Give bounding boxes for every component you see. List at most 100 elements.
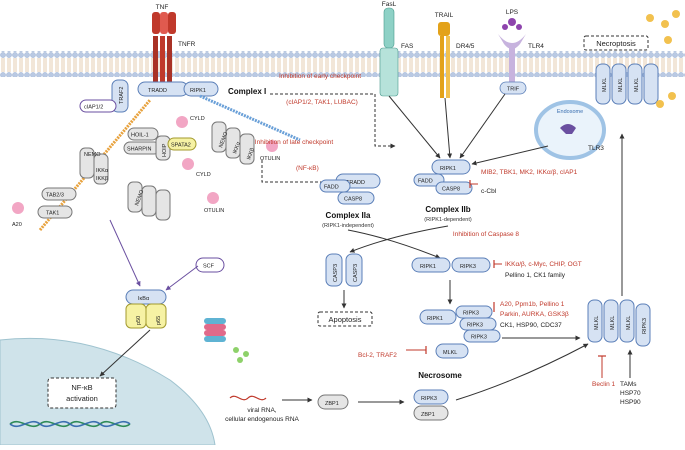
- mlkl-ripk3-label: RIPK3: [642, 318, 648, 334]
- necrosome-promoters: CK1, HSP90, CDC37: [500, 322, 562, 329]
- complex2a-fadd: [319, 179, 351, 193]
- otulin-top-shape: [266, 140, 278, 152]
- arrow-zbp1-to-mlkl: [455, 343, 589, 401]
- endosome-label: Endosome: [557, 109, 583, 115]
- ikba-label: IκBα: [138, 296, 150, 302]
- tab23-node: [41, 187, 77, 201]
- zbp1-ripk3-label: RIPK3: [421, 396, 437, 402]
- zbp1-ripk3: [413, 389, 449, 405]
- otulin-top-label: OTULIN: [260, 156, 280, 162]
- tlr3-shape: [560, 124, 576, 134]
- scf-node: [195, 257, 225, 273]
- mlkl-pore-3-label: MLKL: [634, 78, 640, 92]
- ikkb-right-label: IKKβ: [246, 147, 256, 160]
- zbp1-node-2-label: ZBP1: [421, 412, 435, 418]
- mlkl-pore: [595, 63, 659, 105]
- dna-helix: [9, 420, 131, 428]
- tlr4-receptor: [498, 18, 526, 82]
- tlr3-label: TLR3: [588, 145, 604, 152]
- apoptosis-label: Apoptosis: [329, 315, 362, 324]
- casp3-right-label: CASP3: [353, 264, 359, 282]
- trail-label: TRAIL: [435, 12, 454, 19]
- mlkl-pore-2-label: MLKL: [618, 78, 624, 92]
- traf2-label: TRAF2: [119, 87, 125, 104]
- ciap-label: cIAP1/2: [84, 105, 103, 111]
- zbp1-node-1-label: ZBP1: [325, 401, 339, 407]
- complex2a-fadd-label: FADD: [324, 185, 339, 191]
- necrosome-title: Necrosome: [418, 371, 462, 380]
- scf-label: SCF: [203, 264, 215, 270]
- ripk-mid-promoters: Pellino 1, CK1 family: [505, 272, 566, 279]
- fas-receptor: [379, 7, 399, 97]
- complex2b-fadd-label: FADD: [418, 179, 433, 185]
- ikkb-middle-label: IKKβ: [96, 176, 108, 182]
- complex2a-title: Complex IIa: [326, 211, 371, 220]
- ikka-right-label: IKKα: [232, 141, 242, 155]
- casp3-right: [345, 253, 363, 287]
- arrow-scf-to-ikba: [165, 265, 199, 291]
- tnf-label: TNF: [156, 4, 169, 11]
- early-checkpoint-title: Inhibition of early checkpoint: [279, 73, 361, 80]
- rna-label-2: cellular endogenous RNA: [225, 416, 299, 423]
- arrow-trif-to-complex2b: [459, 93, 506, 159]
- necrosome-ripk3-1-label: RIPK3: [463, 311, 479, 317]
- spata2-label: SPATA2: [171, 143, 191, 149]
- cell-membrane: [0, 51, 685, 77]
- fasl-label: FasL: [382, 1, 397, 8]
- complex2a-tradd-label: TRADD: [346, 180, 365, 186]
- complex2b-ripk1: [431, 159, 471, 175]
- ubiquitin-chain-blue: [199, 94, 301, 142]
- early-checkpoint-detail: (cIAP1/2, TAK1, LUBAC): [286, 99, 358, 106]
- necrosome-ripk3-3-label: RIPK3: [471, 335, 487, 341]
- necrosome-mlkl: [435, 343, 469, 359]
- tams-label: TAMs: [620, 381, 637, 388]
- necrosome-ripk1-label: RIPK1: [427, 316, 443, 322]
- necrosome-ripk1: [419, 309, 457, 325]
- cyld-top-label: CYLD: [190, 116, 205, 122]
- complex2b-title: Complex IIb: [425, 205, 470, 214]
- zbp1-node-1: [317, 394, 349, 410]
- sharpin-label: SHARPIN: [127, 147, 151, 153]
- arrow-ikk-to-ikba: [109, 219, 141, 287]
- complex2b-fadd: [413, 173, 445, 187]
- necroptosis-label: Necroptosis: [596, 39, 636, 48]
- trif-node: [499, 81, 527, 95]
- ripk-mid-ripk1-label: RIPK1: [420, 264, 436, 270]
- nfkb-label-1: NF-κB: [71, 383, 92, 392]
- complex2b-inhibitors: MIB2, TBK1, MK2, IKKα/β, cIAP1: [481, 169, 578, 176]
- hoil-label: HOIL-1: [131, 133, 149, 139]
- a20-label: A20: [12, 222, 22, 228]
- complex2a-subtitle: (RIPK1-independent): [322, 223, 374, 229]
- ions: [646, 10, 680, 108]
- dashed-arrow-late: [261, 160, 341, 185]
- hsp70-label: HSP70: [620, 390, 641, 397]
- tnf-ligand: [152, 12, 176, 34]
- otulin-bottom-label: OTULIN: [204, 208, 224, 214]
- rna-label-1: viral RNA,: [247, 407, 276, 414]
- bcl-label: Bcl-2, TRAF2: [358, 352, 397, 359]
- ikba-node: [125, 289, 167, 305]
- tak1-node: [37, 205, 73, 219]
- complex1-tradd-label: TRADD: [148, 88, 167, 94]
- mlkl-pore-1-label: MLKL: [602, 78, 608, 92]
- p50-label: p50: [136, 316, 142, 325]
- complex2b-casp8-label: CASP8: [442, 187, 460, 193]
- hsp90-label: HSP90: [620, 399, 641, 406]
- dr45-label: DR4/5: [456, 43, 475, 50]
- a20-shape: [12, 202, 24, 214]
- tnfr-receptor: [153, 36, 172, 94]
- complex2b-ripk1-label: RIPK1: [440, 166, 456, 172]
- necrosome-mlkl-label: MLKL: [443, 350, 457, 356]
- hoip-label: HOIP: [162, 143, 168, 157]
- ripk-mid-ripk1: [411, 257, 451, 273]
- complex2b-subtitle: (RIPK1-dependent): [424, 217, 472, 223]
- lubac-complex: [123, 127, 171, 161]
- complex2a-casp8: [337, 191, 375, 205]
- arrow-2a-to-ripk: [347, 229, 441, 259]
- arrow-tlr3-to-complex2b: [471, 145, 549, 166]
- ikk-complex-lower: [127, 181, 171, 221]
- tak1-label: TAK1: [46, 211, 59, 217]
- casp3-left: [325, 253, 343, 287]
